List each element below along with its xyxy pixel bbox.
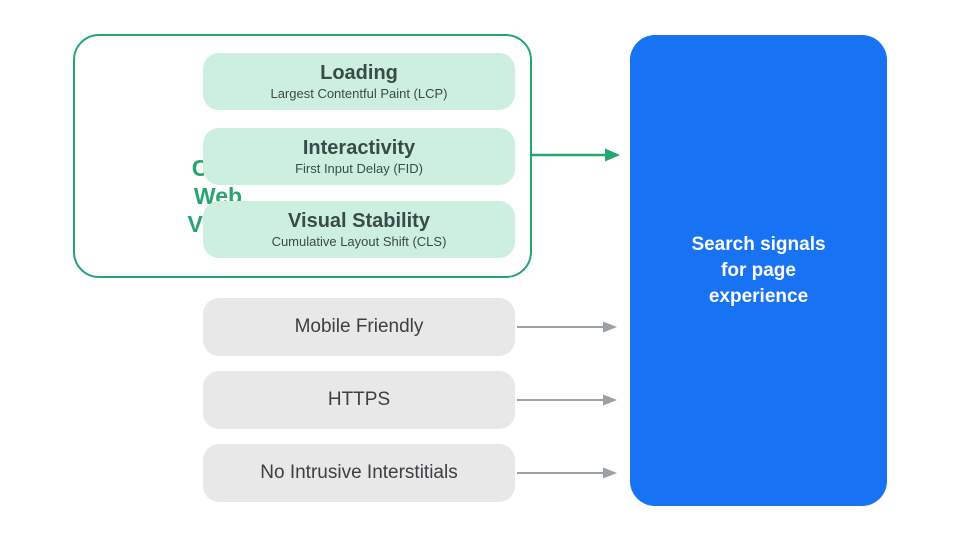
signal-https: HTTPS: [203, 371, 515, 429]
vital-subtitle: Cumulative Layout Shift (CLS): [271, 234, 447, 249]
arrow-no-intrusive-interstitials: [517, 467, 617, 479]
signal-mobile-friendly: Mobile Friendly: [203, 298, 515, 356]
vital-subtitle: Largest Contentful Paint (LCP): [270, 86, 448, 101]
vital-loading: Loading Largest Contentful Paint (LCP): [203, 53, 515, 110]
arrow-core-web-vitals: [532, 148, 620, 162]
vital-title: Loading: [320, 62, 398, 84]
vital-title: Interactivity: [302, 137, 416, 159]
vital-title: Visual Stability: [288, 210, 430, 232]
arrow-mobile-friendly: [517, 321, 617, 333]
vital-subtitle: First Input Delay (FID): [295, 161, 423, 176]
search-signals-label: Search signals for page experience: [691, 233, 826, 307]
vital-interactivity: Interactivity First Input Delay (FID): [203, 128, 515, 185]
arrow-https: [517, 394, 617, 406]
search-signals-box: Search signals for page experience: [630, 35, 887, 506]
vital-visual-stability: Visual Stability Cumulative Layout Shift…: [203, 201, 515, 258]
signal-no-intrusive-interstitials: No Intrusive Interstitials: [203, 444, 515, 502]
